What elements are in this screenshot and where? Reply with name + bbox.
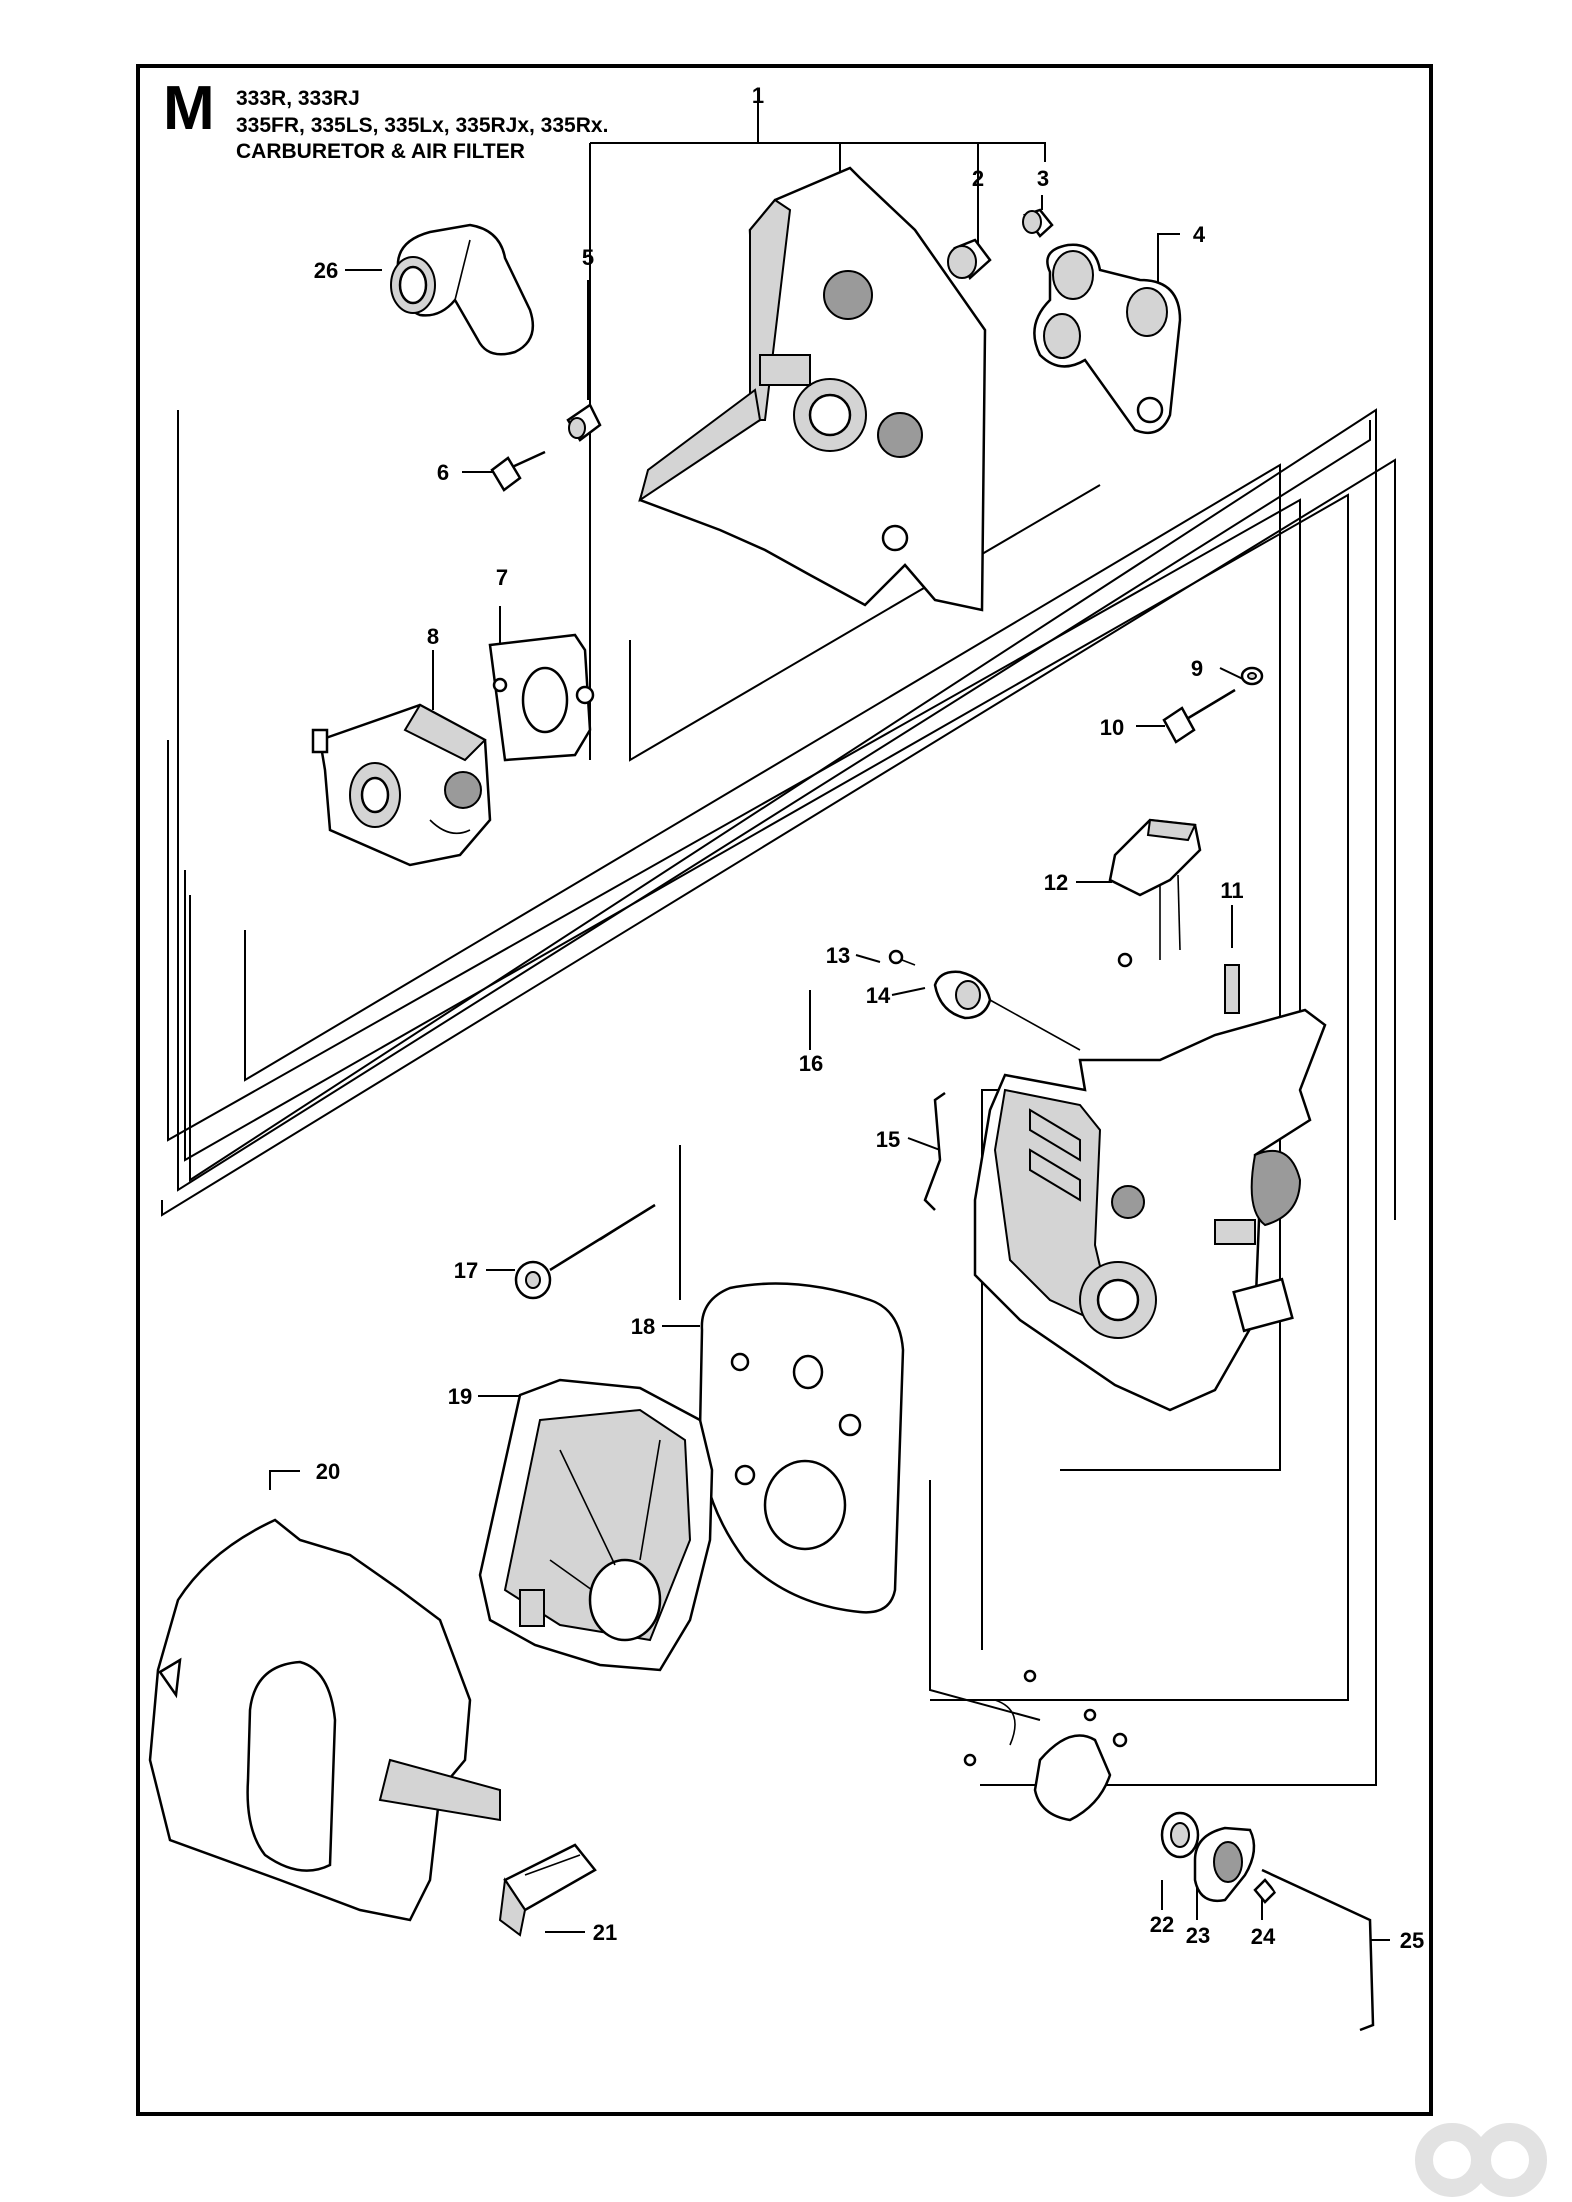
part-20-filter-cover [148, 1518, 501, 1922]
part-1-filter-backplate [638, 166, 987, 612]
callout-2: 2 [972, 166, 984, 191]
part-23-choke-knob [1193, 1826, 1256, 1903]
callout-19: 19 [448, 1384, 472, 1409]
callout-22: 22 [1150, 1912, 1174, 1937]
callout-labels: 1 2 3 4 5 6 7 8 9 10 11 12 13 14 16 15 1… [314, 83, 1424, 1953]
part-25-link-rod [1261, 1868, 1375, 2032]
assembly-boxes [161, 408, 1396, 1786]
part-4-flange [1033, 243, 1182, 435]
callout-5: 5 [582, 245, 594, 270]
callout-11: 11 [1220, 878, 1243, 903]
part-12-choke-lever [1108, 818, 1202, 968]
callout-1: 1 [752, 83, 764, 108]
diagram-title: CARBURETOR & AIR FILTER [236, 140, 525, 163]
callout-4: 4 [1193, 222, 1206, 247]
callout-3: 3 [1037, 166, 1049, 191]
part-19-filter-frame [478, 1378, 714, 1672]
part-3-plug [1022, 208, 1054, 238]
callout-13: 13 [826, 943, 850, 968]
part-16-filter-housing [973, 1008, 1327, 1412]
part-17-long-screw [514, 1203, 656, 1300]
brand-logo-icon [1415, 2123, 1547, 2197]
callout-24: 24 [1251, 1924, 1276, 1949]
section-letter: M [163, 74, 215, 143]
part-choke-assembly [963, 1669, 1128, 1822]
diagram-frame [136, 64, 1433, 2116]
callout-6: 6 [437, 460, 449, 485]
callout-26: 26 [314, 258, 338, 283]
part-10-screw [1162, 688, 1236, 744]
models-line-1: 333R, 333RJ [236, 87, 360, 110]
callout-25: 25 [1400, 1928, 1424, 1953]
callout-12: 12 [1044, 870, 1068, 895]
callout-7: 7 [496, 565, 508, 590]
callout-18: 18 [631, 1314, 655, 1339]
part-22-seal-ring [1160, 1811, 1200, 1859]
callout-8: 8 [427, 624, 439, 649]
callout-16: 16 [799, 1051, 823, 1076]
part-21-clip [498, 1843, 597, 1937]
part-11-spring [1224, 964, 1240, 1014]
callout-10: 10 [1100, 715, 1124, 740]
part-9-washer [1240, 666, 1264, 686]
callout-14: 14 [866, 983, 891, 1008]
callout-17: 17 [454, 1258, 478, 1283]
part-14-primer-valve [933, 970, 1081, 1051]
part-2-bushing [947, 238, 992, 281]
callout-21: 21 [593, 1920, 617, 1945]
part-7-gasket [488, 633, 595, 762]
part-6-screw [490, 450, 546, 492]
part-5-spacer [566, 403, 602, 442]
part-13-screw [888, 949, 916, 966]
part-18-filter-pad [698, 1282, 905, 1614]
callout-9: 9 [1191, 656, 1203, 681]
models-line-2: 335FR, 335LS, 335Lx, 335RJx, 335Rx. [236, 114, 609, 137]
part-15-rod [923, 1091, 946, 1211]
part-26-intake-elbow [390, 223, 535, 356]
part-24-screw [1253, 1878, 1277, 1904]
part-8-carburetor [311, 703, 492, 867]
callout-23: 23 [1186, 1923, 1210, 1948]
callout-15: 15 [876, 1127, 900, 1152]
callout-20: 20 [316, 1459, 340, 1484]
